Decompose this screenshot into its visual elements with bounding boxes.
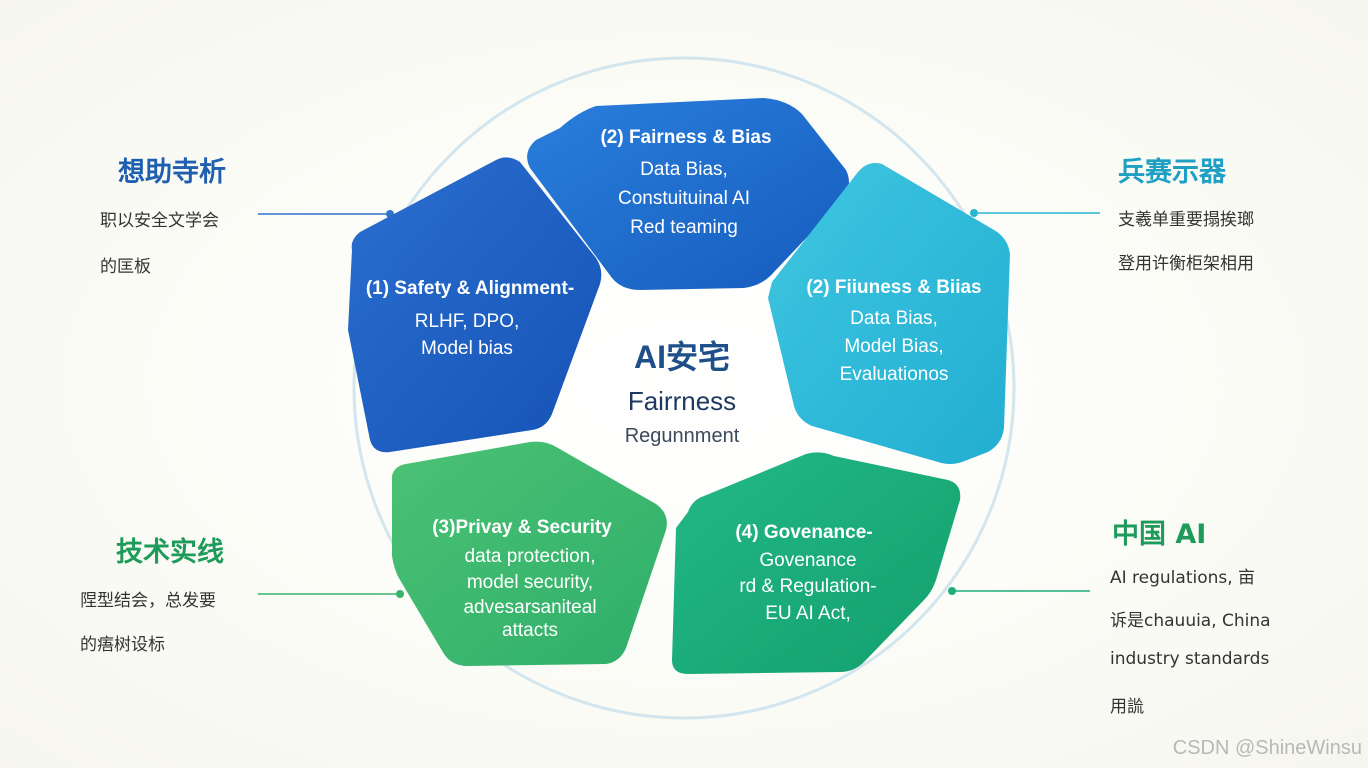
segment-right-text: (2) Fiiuness & Biias Data Bias, Model Bi… [806, 277, 981, 385]
note-bottom-right-title: 中国 AI [1112, 519, 1207, 550]
note-bottom-right-line-1: AI regulations, 亩 [1110, 568, 1256, 588]
note-top-right-line-1: 支羲单重要搨挨瑯 [1118, 210, 1254, 230]
note-bottom-left-title: 技术实线 [116, 537, 224, 568]
center-caption: Regunnment [625, 425, 740, 447]
note-top-right-title: 兵赛示器 [1118, 157, 1226, 188]
note-bottom-right-line-2: 诉是chauuia, China [1110, 611, 1271, 631]
segment-bottom-right-line-2: rd & Regulation- [739, 576, 876, 597]
segment-left-line-2: Model bias [421, 338, 513, 359]
note-bottom-right-line-4: 用詤 [1110, 697, 1144, 717]
segment-top-title: (2) Fairness & Bias [600, 127, 771, 148]
segment-bottom-left-line-2: model security, [467, 572, 593, 593]
segment-left-line-1: RLHF, DPO, [415, 311, 520, 332]
segment-bottom-left[interactable] [392, 441, 667, 666]
segment-right-title: (2) Fiiuness & Biias [806, 277, 981, 298]
segment-bottom-right[interactable] [672, 452, 961, 674]
segment-bottom-left-text: (3)Privay & Security data protection, mo… [432, 517, 612, 641]
segment-bottom-right-text: (4) Govenance- Govenance rd & Regulation… [735, 522, 876, 624]
watermark: CSDN @ShineWinsu [1172, 737, 1362, 759]
connector-dot-top-right [970, 209, 978, 217]
segment-bottom-right-line-1: Govenance [759, 550, 856, 571]
center-label: AI安宅 Fairrness Regunnment [625, 339, 740, 447]
center-subtitle: Fairrness [628, 386, 736, 416]
note-top-left-line-1: 职以安全文学会 [100, 211, 219, 231]
segment-bottom-left-line-3: advesarsaniteal [463, 597, 596, 618]
connector-dot-bottom-left [396, 590, 404, 598]
segment-top-line-3: Red teaming [630, 217, 738, 238]
segment-top-line-1: Data Bias, [640, 159, 728, 180]
note-bottom-right-line-3: industry standards [1110, 649, 1270, 669]
segment-right-line-1: Data Bias, [850, 308, 938, 329]
segment-top-text: (2) Fairness & Bias Data Bias, Constuitu… [600, 127, 771, 238]
segment-bottom-left-line-4: attacts [502, 620, 558, 641]
note-bottom-left-line-2: 的痦树设标 [80, 635, 165, 655]
center-title: AI安宅 [634, 339, 730, 375]
segment-right-line-3: Evaluationos [840, 364, 949, 385]
outer-ring [352, 56, 1016, 720]
note-top-left-line-2: 的匡板 [100, 257, 151, 277]
segment-left-text: (1) Safety & Alignment- RLHF, DPO, Model… [366, 278, 574, 359]
segment-right-line-2: Model Bias, [844, 336, 943, 357]
segment-bottom-right-title: (4) Govenance- [735, 522, 872, 543]
segment-bottom-right-line-3: EU AI Act, [765, 603, 851, 624]
segment-bottom-left-title: (3)Privay & Security [432, 517, 612, 538]
segment-top-line-2: Constuituinal AI [618, 188, 750, 209]
segment-left[interactable] [348, 157, 602, 453]
note-top-left-title: 想助寺析 [118, 157, 226, 188]
note-top-right-line-2: 登用许衡柜架相用 [1118, 254, 1254, 274]
segment-left-title: (1) Safety & Alignment- [366, 278, 574, 299]
segment-right[interactable] [768, 163, 1010, 464]
connector-dot-bottom-right [948, 587, 956, 595]
segment-bottom-left-line-1: data protection, [465, 546, 596, 567]
segment-top[interactable] [527, 98, 849, 290]
note-bottom-left-line-1: 陧型结会，总发要 [80, 591, 216, 611]
